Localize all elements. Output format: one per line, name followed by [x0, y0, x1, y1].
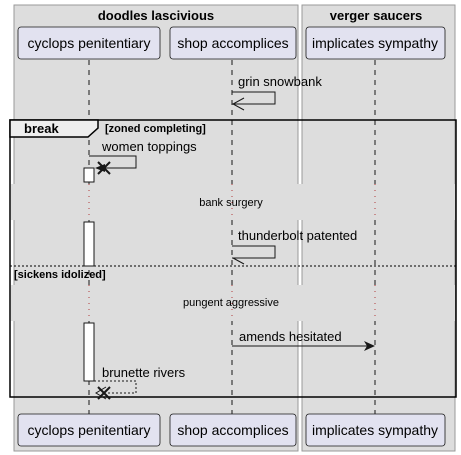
box-doodles-title: doodles lascivious — [98, 8, 214, 23]
box-verger-saucers: verger saucers — [301, 4, 456, 452]
box-doodles-lascivious: doodles lascivious — [13, 4, 299, 452]
box-verger-title: verger saucers — [330, 8, 423, 23]
open-arrowhead-icon — [95, 386, 107, 400]
message-label: thunderbolt patented — [238, 228, 357, 243]
fragment-guard: [zoned completing] — [105, 123, 206, 135]
participant-foot-shop[interactable]: shop accomplices — [169, 413, 297, 447]
fragment-break: break [zoned completing] [sickens idoliz… — [9, 119, 457, 398]
message-women-toppings[interactable]: women toppings — [89, 139, 197, 175]
message-label: amends hesitated — [239, 329, 342, 344]
message-label: grin snowbank — [238, 74, 322, 89]
participant-foot-cyclops[interactable]: cyclops penitentiary — [17, 413, 161, 447]
message-thunderbolt-patented[interactable]: thunderbolt patented — [232, 228, 357, 265]
box-doodles-background — [13, 4, 299, 452]
participant-head-shop[interactable]: shop accomplices — [169, 26, 297, 60]
delay-band — [11, 285, 455, 321]
box-verger-background — [301, 4, 456, 452]
delay-label: pungent aggressive — [183, 297, 279, 309]
fragment-keyword: break — [24, 121, 59, 136]
activation-bar — [83, 322, 95, 382]
participant-label: shop accomplices — [177, 35, 288, 51]
destroy-x-icon — [97, 386, 111, 400]
delay-band — [11, 184, 455, 220]
filled-arrowhead-icon — [364, 341, 375, 351]
message-label: women toppings — [101, 139, 197, 154]
participant-label: cyclops penitentiary — [28, 422, 151, 438]
delay-label: bank surgery — [199, 197, 263, 209]
participant-head-cyclops[interactable]: cyclops penitentiary — [17, 26, 161, 60]
message-amends-hesitated[interactable]: amends hesitated — [232, 329, 375, 351]
participant-head-implicates[interactable]: implicates sympathy — [305, 26, 446, 60]
destroy-x-icon — [97, 161, 111, 175]
message-brunette-rivers[interactable]: brunette rivers — [94, 365, 186, 400]
participant-foot-implicates[interactable]: implicates sympathy — [305, 413, 446, 447]
participant-label: implicates sympathy — [312, 422, 438, 438]
half-arrowhead-icon — [232, 257, 245, 265]
message-grin-snowbank[interactable]: grin snowbank — [231, 74, 322, 111]
message-label: brunette rivers — [102, 365, 186, 380]
participant-label: cyclops penitentiary — [28, 35, 151, 51]
activation-bar — [83, 221, 95, 267]
open-arrowhead-icon — [231, 97, 245, 111]
participant-label: implicates sympathy — [312, 35, 438, 51]
activation-bar — [83, 167, 95, 183]
fragment-tab — [9, 119, 99, 138]
fragment-frame — [9, 119, 457, 398]
participant-label: shop accomplices — [177, 422, 288, 438]
fragment-else-guard: [sickens idolized] — [14, 269, 106, 281]
